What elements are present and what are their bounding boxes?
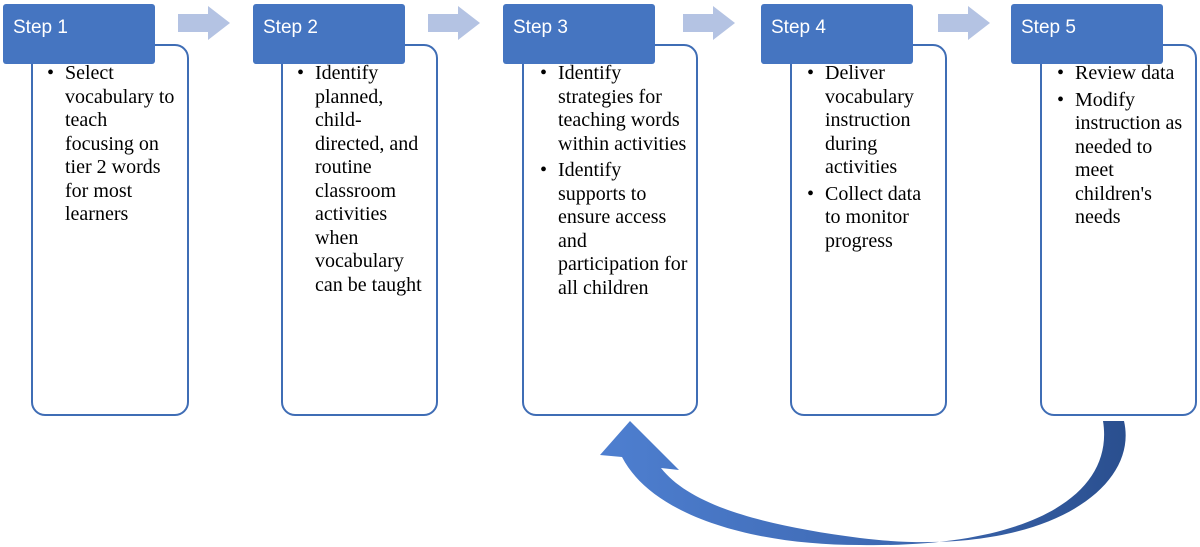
step-5-item-1: • Review data: [1051, 62, 1191, 86]
chevron-arrow-shape: [178, 6, 230, 40]
chevron-arrow-shape: [428, 6, 480, 40]
chevron-arrow-shape: [683, 6, 735, 40]
chevron-arrow-icon: [428, 6, 480, 40]
step-3-list: • Identify strategies for teaching words…: [534, 62, 690, 300]
chevron-arrow-icon: [683, 6, 735, 40]
bullet-glyph: •: [47, 62, 55, 84]
step-1-header: Step 1: [3, 4, 155, 64]
step-4-content-box: • Deliver vocabulary instruction during …: [790, 44, 947, 416]
chevron-arrow-shape: [938, 6, 990, 40]
bullet-glyph: •: [540, 62, 548, 84]
step-3-item-2: • Identify supports to ensure access and…: [534, 159, 690, 300]
step-1-content-box: • Select vocabulary to teach focusing on…: [31, 44, 189, 416]
step-2-item-1: • Identify planned, child-directed, and …: [291, 62, 430, 297]
step-4-header: Step 4: [761, 4, 913, 64]
step-5-label: Step 5: [1021, 17, 1076, 38]
step-4-item-2-text: Collect data to monitor progress: [825, 182, 922, 252]
step-2-header: Step 2: [253, 4, 405, 64]
step-4-list: • Deliver vocabulary instruction during …: [801, 62, 939, 253]
bullet-glyph: •: [1057, 62, 1065, 84]
step-1-item-1-text: Select vocabulary to teach focusing on t…: [65, 62, 175, 225]
step-4-item-1-text: Deliver vocabulary instruction during ac…: [825, 62, 914, 178]
step-3-item-2-text: Identify supports to ensure access and p…: [558, 159, 688, 299]
step-4-label: Step 4: [771, 17, 826, 38]
step-1-item-1: • Select vocabulary to teach focusing on…: [41, 62, 181, 227]
step-5-list: • Review data • Modify instruction as ne…: [1051, 62, 1191, 230]
chevron-arrow-icon: [178, 6, 230, 40]
step-5-item-1-text: Review data: [1075, 62, 1175, 84]
step-2-list: • Identify planned, child-directed, and …: [291, 62, 430, 297]
step-2-item-1-text: Identify planned, child-directed, and ro…: [315, 62, 422, 296]
step-1-list: • Select vocabulary to teach focusing on…: [41, 62, 181, 227]
step-2-label: Step 2: [263, 17, 318, 38]
step-5-item-2-text: Modify instruction as needed to meet chi…: [1075, 88, 1183, 229]
step-3-header: Step 3: [503, 4, 655, 64]
step-5-content-box: • Review data • Modify instruction as ne…: [1040, 44, 1197, 416]
loop-back-arrow-shape: [600, 421, 1126, 546]
bullet-glyph: •: [1057, 88, 1065, 111]
step-1-label: Step 1: [13, 17, 68, 38]
chevron-arrow-icon: [938, 6, 990, 40]
bullet-glyph: •: [297, 62, 305, 84]
bullet-glyph: •: [807, 62, 815, 84]
step-3-content-box: • Identify strategies for teaching words…: [522, 44, 698, 416]
step-5-item-2: • Modify instruction as needed to meet c…: [1051, 89, 1191, 230]
step-3-item-1: • Identify strategies for teaching words…: [534, 62, 690, 156]
step-4-item-2: • Collect data to monitor progress: [801, 183, 939, 254]
step-2-content-box: • Identify planned, child-directed, and …: [281, 44, 438, 416]
bullet-glyph: •: [540, 159, 548, 181]
step-5-header: Step 5: [1011, 4, 1163, 64]
bullet-glyph: •: [807, 182, 815, 205]
step-3-item-1-text: Identify strategies for teaching words w…: [558, 62, 687, 155]
step-4-item-1: • Deliver vocabulary instruction during …: [801, 62, 939, 180]
step-3-label: Step 3: [513, 17, 568, 38]
